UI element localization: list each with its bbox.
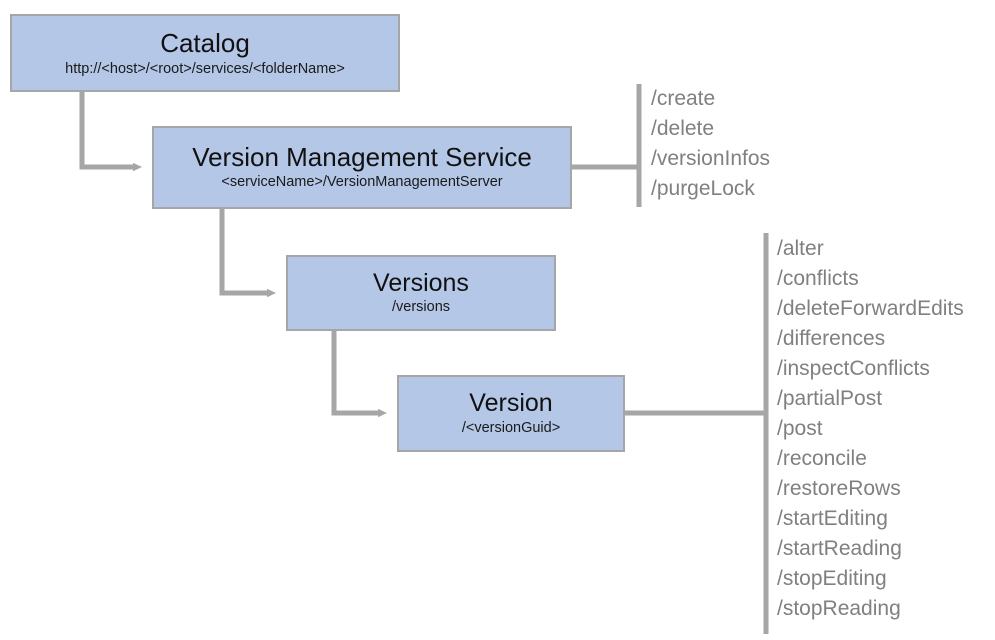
operation-list-version: /alter/conflicts/deleteForwardEdits/diff… xyxy=(777,234,964,624)
operation-item[interactable]: /reconcile xyxy=(777,447,867,470)
operation-item[interactable]: /purgeLock xyxy=(651,177,755,200)
connector-catalog-to-service xyxy=(79,92,142,172)
operation-item[interactable]: /stopReading xyxy=(777,597,901,620)
node-versions-subtitle: /versions xyxy=(391,299,451,316)
node-catalog[interactable]: Catalog http://<host>/<root>/services/<f… xyxy=(10,14,400,92)
operation-list-service: /create/delete/versionInfos/purgeLock xyxy=(651,84,770,204)
node-versions-title: Versions xyxy=(373,268,469,297)
node-version-management-service[interactable]: Version Management Service <serviceName>… xyxy=(152,126,572,209)
operation-item[interactable]: /conflicts xyxy=(777,267,859,290)
connector-service-to-versions xyxy=(219,209,276,298)
operation-item[interactable]: /post xyxy=(777,417,823,440)
operation-item[interactable]: /versionInfos xyxy=(651,147,771,170)
node-version-management-service-subtitle: <serviceName>/VersionManagementServer xyxy=(221,174,503,191)
node-version-management-service-title: Version Management Service xyxy=(192,141,532,172)
operation-item[interactable]: /partialPost xyxy=(777,387,883,410)
node-version-subtitle: /<versionGuid> xyxy=(461,419,561,436)
node-version-title: Version xyxy=(469,389,553,418)
operation-item[interactable]: /create xyxy=(651,87,716,110)
operation-item[interactable]: /alter xyxy=(777,237,824,260)
operation-item[interactable]: /delete xyxy=(651,117,715,140)
node-catalog-subtitle: http://<host>/<root>/services/<folderNam… xyxy=(65,60,345,77)
operation-item[interactable]: /startReading xyxy=(777,537,902,560)
operation-item[interactable]: /deleteForwardEdits xyxy=(777,297,964,320)
connector-service-operations-bracket xyxy=(572,84,642,207)
operation-item[interactable]: /stopEditing xyxy=(777,567,887,590)
operation-item[interactable]: /inspectConflicts xyxy=(777,357,930,380)
connector-versions-to-version xyxy=(331,331,387,418)
node-catalog-title: Catalog xyxy=(160,28,250,59)
node-versions[interactable]: Versions /versions xyxy=(286,255,556,331)
operation-item[interactable]: /startEditing xyxy=(777,507,888,530)
node-version[interactable]: Version /<versionGuid> xyxy=(397,375,625,452)
operation-item[interactable]: /restoreRows xyxy=(777,477,901,500)
operation-item[interactable]: /differences xyxy=(777,327,886,350)
connector-version-operations-bracket xyxy=(625,233,769,634)
